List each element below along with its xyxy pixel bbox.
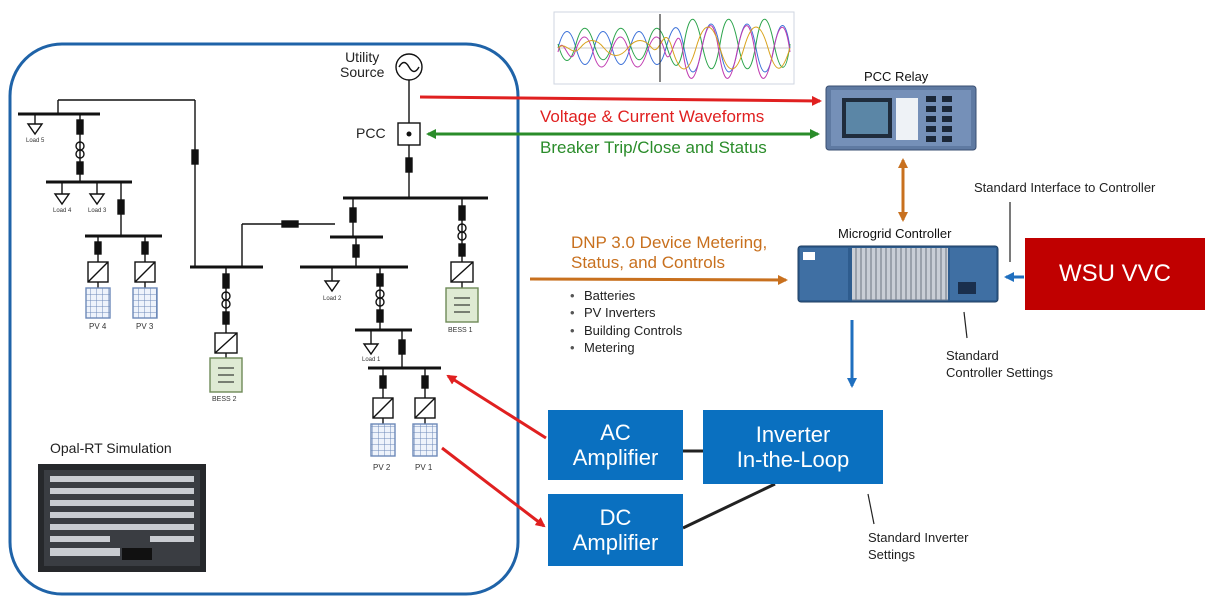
- wsu-vvc-box: WSU VVC: [1025, 238, 1205, 310]
- pv3-label: PV 3: [136, 322, 154, 331]
- waveform-thumbnail: [553, 11, 795, 85]
- load2-label: Load 2: [323, 296, 342, 302]
- dc-amplifier-box: DC Amplifier: [548, 494, 683, 566]
- bullet-item: • Metering: [570, 339, 682, 356]
- bullet-list: • Batteries • PV Inverters • Building Contr…: [570, 287, 682, 356]
- dnp-arrow: [529, 274, 788, 285]
- pcc-relay-label: PCC Relay: [864, 69, 929, 84]
- bullet-item: • Building Controls: [570, 322, 682, 339]
- bullet-text: PV Inverters: [584, 305, 656, 321]
- inverter-loop-line2: In-the-Loop: [736, 447, 850, 472]
- dnp-label: DNP 3.0 Device Metering, Status, and Con…: [571, 233, 767, 272]
- microgrid-controller-label: Microgrid Controller: [838, 226, 952, 241]
- std-ctrl-settings-label: Standard Controller Settings: [946, 348, 1053, 382]
- microgrid-controller-device: [797, 245, 999, 303]
- load4-label: Load 4: [53, 208, 72, 214]
- ctrl-settings-leader: [963, 311, 968, 339]
- std-ctrl-settings-line2: Controller Settings: [946, 364, 1053, 380]
- pv4-label: PV 4: [89, 322, 107, 331]
- one-line-diagram: [18, 53, 488, 457]
- bullet-dot: •: [570, 322, 575, 338]
- load5-label: Load 5: [26, 138, 45, 144]
- ac-amplifier-line2: Amplifier: [572, 445, 659, 470]
- dnp-line1: DNP 3.0 Device Metering,: [571, 233, 768, 252]
- pv4-panel: [85, 287, 111, 319]
- pv3-panel: [132, 287, 158, 319]
- std-interface-label: Standard Interface to Controller: [974, 180, 1156, 195]
- std-inv-settings-label: Standard Inverter Settings: [868, 530, 968, 564]
- std-inv-settings-line2: Settings: [868, 546, 915, 562]
- dnp-line2: Status, and Controls: [571, 252, 726, 272]
- bullet-text: Metering: [584, 339, 635, 355]
- pv2-label: PV 2: [373, 463, 391, 472]
- utility-source-line1: Utility: [345, 49, 380, 65]
- ac-amplifier-line1: AC: [600, 419, 631, 445]
- pv1-panel: [412, 423, 438, 457]
- opal-rt-device: [38, 464, 206, 572]
- voltage-waveforms-label: Voltage & Current Waveforms: [540, 107, 765, 126]
- voltage-arrow: [419, 95, 822, 106]
- inverter-loop-line1: Inverter: [755, 421, 831, 447]
- bullet-dot: •: [570, 288, 575, 303]
- bullet-item: • Batteries: [570, 287, 682, 304]
- bullet-dot: •: [570, 339, 575, 355]
- bullet-text: Batteries: [584, 288, 636, 303]
- utility-source-label: Utility Source: [340, 50, 384, 79]
- utility-source-line2: Source: [340, 63, 385, 80]
- std-inv-settings-line1: Standard Inverter: [868, 530, 969, 545]
- inv-settings-leader: [867, 493, 875, 525]
- dc-amplifier-line1: DC: [599, 504, 632, 530]
- ac-amplifier-box: AC Amplifier: [548, 410, 683, 480]
- bullet-text: Building Controls: [584, 322, 683, 338]
- pv1-label: PV 1: [415, 463, 433, 472]
- bess2-label: BESS 2: [212, 396, 237, 403]
- ac-amp-arrow: [446, 374, 547, 440]
- load3-label: Load 3: [88, 208, 107, 214]
- bess1-label: BESS 1: [448, 327, 473, 334]
- opal-rt-frame: [8, 42, 520, 596]
- pv2-panel: [370, 423, 396, 457]
- load1-label: Load 1: [362, 357, 381, 363]
- breaker-trip-label: Breaker Trip/Close and Status: [540, 138, 767, 157]
- std-ctrl-settings-line1: Standard: [946, 348, 999, 363]
- pcc-label: PCC: [356, 125, 386, 141]
- pcc-relay-device: [825, 85, 977, 151]
- dc-amplifier-line2: Amplifier: [572, 530, 659, 555]
- bullet-item: • PV Inverters: [570, 304, 682, 321]
- inverter-in-the-loop-box: Inverter In-the-Loop: [703, 410, 883, 484]
- dc-inverter-link: [682, 482, 776, 530]
- bullet-dot: •: [570, 305, 575, 321]
- pv1-to-dc-arrow: [441, 446, 546, 528]
- opal-rt-label: Opal-RT Simulation: [50, 440, 172, 456]
